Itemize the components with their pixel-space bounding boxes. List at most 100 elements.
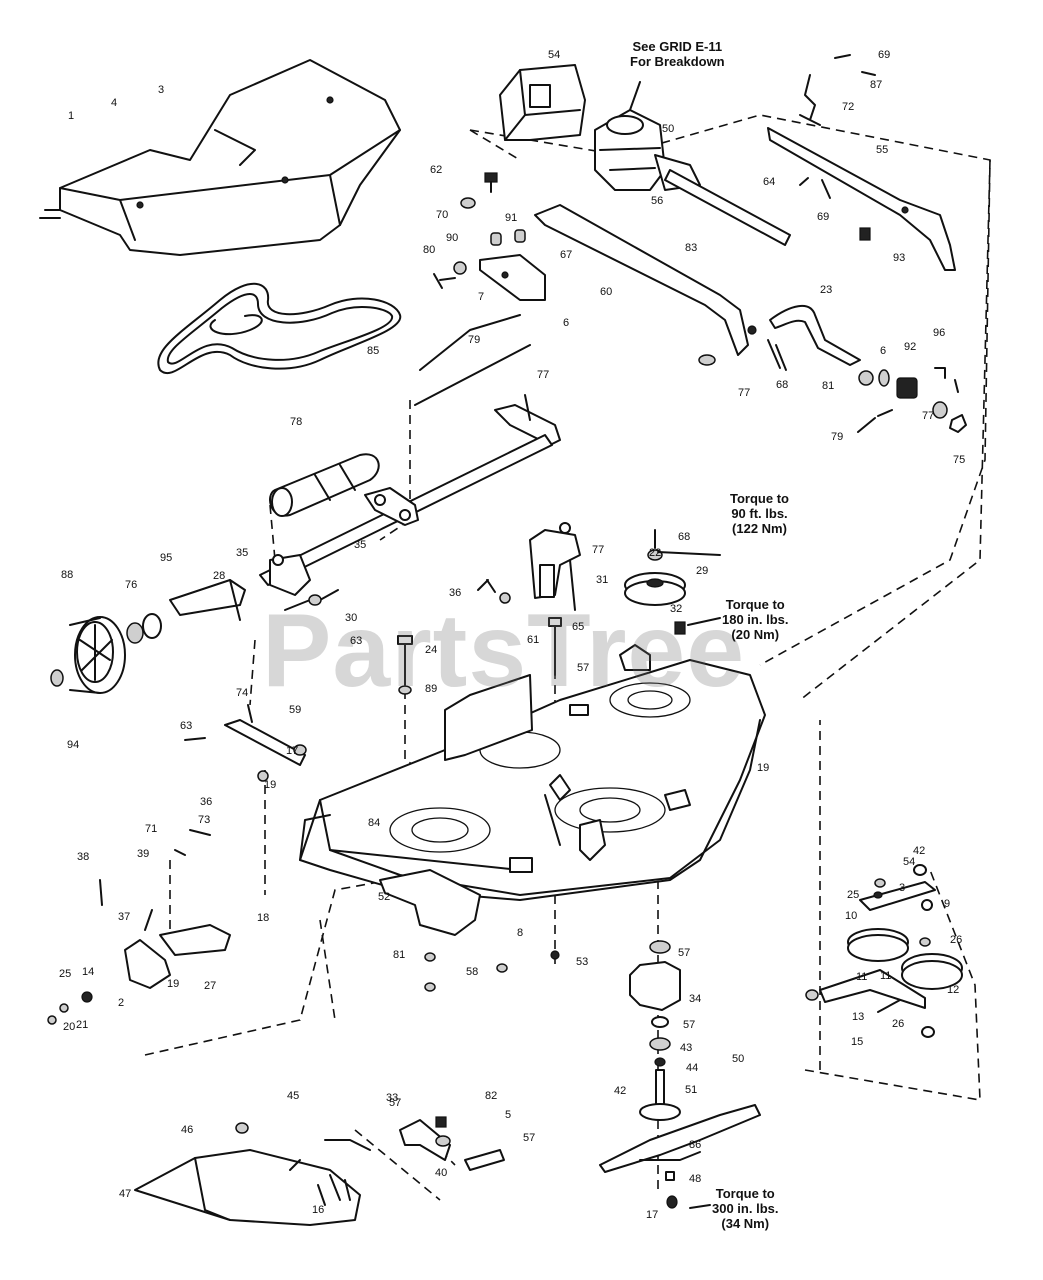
callout-45: 45 — [287, 1090, 300, 1102]
gauge-wheel — [50, 613, 162, 694]
callout-35: 35 — [236, 547, 249, 559]
callout-75: 75 — [953, 454, 966, 466]
callout-1: 1 — [68, 110, 75, 122]
callout-50: 50 — [662, 123, 675, 135]
callout-89: 89 — [425, 683, 438, 695]
mower-blade — [599, 1104, 761, 1209]
callout-36: 36 — [200, 796, 213, 808]
chute-bracket — [47, 829, 231, 1025]
callout-74: 74 — [236, 687, 249, 699]
callout-34: 34 — [689, 993, 702, 1005]
grid-reference-note: See GRID E-11 For Breakdown — [630, 39, 725, 69]
callout-57: 57 — [577, 662, 590, 674]
callout-47: 47 — [119, 1188, 132, 1200]
callout-25: 25 — [847, 889, 860, 901]
pivot-bracket — [499, 64, 586, 141]
callout-51: 51 — [685, 1084, 698, 1096]
callout-77: 77 — [738, 387, 751, 399]
callout-21: 21 — [76, 1019, 89, 1031]
callout-17: 17 — [286, 745, 299, 757]
callout-91: 91 — [505, 212, 518, 224]
callout-58: 58 — [466, 966, 479, 978]
callout-79: 79 — [468, 334, 481, 346]
callout-43: 43 — [680, 1042, 693, 1054]
callout-85: 85 — [367, 345, 380, 357]
callout-57: 57 — [389, 1097, 402, 1109]
callout-79: 79 — [831, 431, 844, 443]
callout-70: 70 — [436, 209, 449, 221]
callout-63: 63 — [350, 635, 363, 647]
callout-40: 40 — [435, 1167, 448, 1179]
callout-23: 23 — [820, 284, 833, 296]
callout-4: 4 — [111, 97, 118, 109]
callout-11: 11 — [880, 970, 892, 982]
callout-35: 35 — [354, 539, 367, 551]
callout-25: 25 — [59, 968, 72, 980]
callout-87: 87 — [870, 79, 883, 91]
callout-22: 22 — [649, 547, 662, 559]
callout-24: 24 — [425, 644, 438, 656]
lift-rod — [414, 314, 531, 406]
callout-33: 33 — [386, 1092, 399, 1104]
callout-69: 69 — [817, 211, 830, 223]
callout-14: 14 — [82, 966, 95, 978]
callout-77: 77 — [537, 369, 550, 381]
callout-26: 26 — [950, 934, 963, 946]
callout-8: 8 — [517, 927, 524, 939]
hardware-top — [433, 172, 716, 366]
callout-13: 13 — [852, 1011, 865, 1023]
callout-69: 69 — [878, 49, 891, 61]
callout-7: 7 — [478, 291, 485, 303]
callout-68: 68 — [776, 379, 789, 391]
callout-17: 17 — [646, 1209, 659, 1221]
callout-83: 83 — [685, 242, 698, 254]
callout-3: 3 — [158, 84, 165, 96]
callout-29: 29 — [696, 565, 709, 577]
lift-shaft-assembly — [169, 434, 553, 621]
callout-20: 20 — [63, 1021, 76, 1033]
callout-44: 44 — [686, 1062, 699, 1074]
callout-19: 19 — [757, 762, 770, 774]
callout-54: 54 — [548, 49, 561, 61]
callout-86: 86 — [689, 1139, 702, 1151]
anti-scalp-roller — [269, 453, 380, 517]
callout-42: 42 — [913, 845, 926, 857]
callout-63: 63 — [180, 720, 193, 732]
chute-hinge-bracket — [399, 1116, 505, 1171]
callout-57: 57 — [683, 1019, 696, 1031]
callout-61: 61 — [527, 634, 540, 646]
idler-bracket — [477, 522, 581, 611]
drive-belt — [157, 282, 402, 374]
callout-36: 36 — [449, 587, 462, 599]
callout-56: 56 — [651, 195, 664, 207]
callout-42: 42 — [614, 1085, 627, 1097]
callout-71: 71 — [145, 823, 158, 835]
callout-72: 72 — [842, 101, 855, 113]
mower-deck — [299, 644, 766, 901]
callout-92: 92 — [904, 341, 917, 353]
callout-15: 15 — [851, 1036, 864, 1048]
callout-54: 54 — [903, 856, 916, 868]
callout-31: 31 — [596, 574, 609, 586]
callout-80: 80 — [423, 244, 436, 256]
callout-46: 46 — [181, 1124, 194, 1136]
callout-16: 16 — [312, 1204, 325, 1216]
hardware-right — [767, 54, 967, 433]
discharge-chute — [134, 1122, 371, 1226]
deck-link — [379, 869, 560, 992]
partstree-watermark: PartsTree — [262, 593, 746, 709]
callout-48: 48 — [689, 1173, 702, 1185]
callout-27: 27 — [204, 980, 217, 992]
callout-68: 68 — [678, 531, 691, 543]
callout-28: 28 — [213, 570, 226, 582]
idler-pulleys — [805, 864, 963, 1038]
callout-62: 62 — [430, 164, 443, 176]
callout-77: 77 — [922, 410, 935, 422]
callout-11: 11 — [856, 971, 868, 983]
callout-37: 37 — [118, 911, 131, 923]
callout-12: 12 — [947, 984, 960, 996]
callout-6: 6 — [880, 345, 887, 357]
